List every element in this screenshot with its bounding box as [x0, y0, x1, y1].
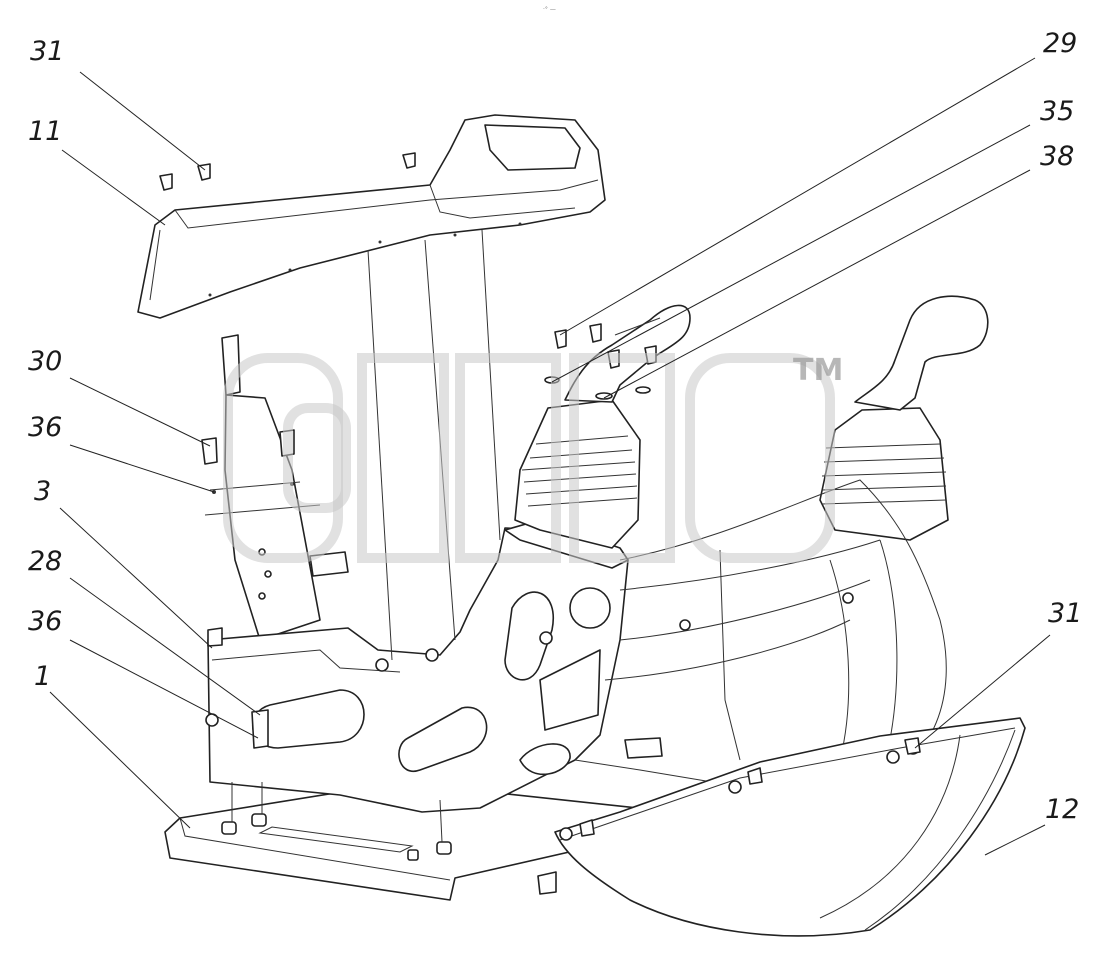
callout-1: 1 — [34, 661, 51, 692]
base-plate-part-1 — [164, 771, 676, 901]
watermark-trademark: TM — [793, 353, 843, 388]
callout-11: 11 — [28, 116, 62, 147]
callout-35: 35 — [1040, 96, 1074, 127]
upper-cover-part-11 — [137, 114, 606, 319]
left-gear-boot — [514, 304, 691, 549]
callout-30: 30 — [28, 346, 62, 377]
leader-lines — [49, 57, 1051, 856]
callout-36-bottom: 36 — [28, 606, 62, 637]
callout-31-top: 31 — [30, 36, 64, 67]
callout-3: 3 — [34, 476, 51, 507]
callout-28: 28 — [28, 546, 62, 577]
callout-labels: 31 11 29 35 38 30 36 3 28 36 1 31 12 — [28, 28, 1082, 825]
callout-12: 12 — [1045, 794, 1079, 825]
lower-cover-part-12 — [554, 717, 1026, 937]
watermark-logo: TM — [223, 353, 843, 563]
callout-38: 38 — [1040, 141, 1074, 172]
callout-31-right: 31 — [1048, 598, 1082, 629]
callout-29: 29 — [1043, 28, 1077, 59]
callout-36-top: 36 — [28, 412, 62, 443]
header-caption: ·° — — [543, 6, 556, 13]
right-gear-boot — [819, 295, 989, 541]
screw-set-31-top — [159, 152, 416, 191]
